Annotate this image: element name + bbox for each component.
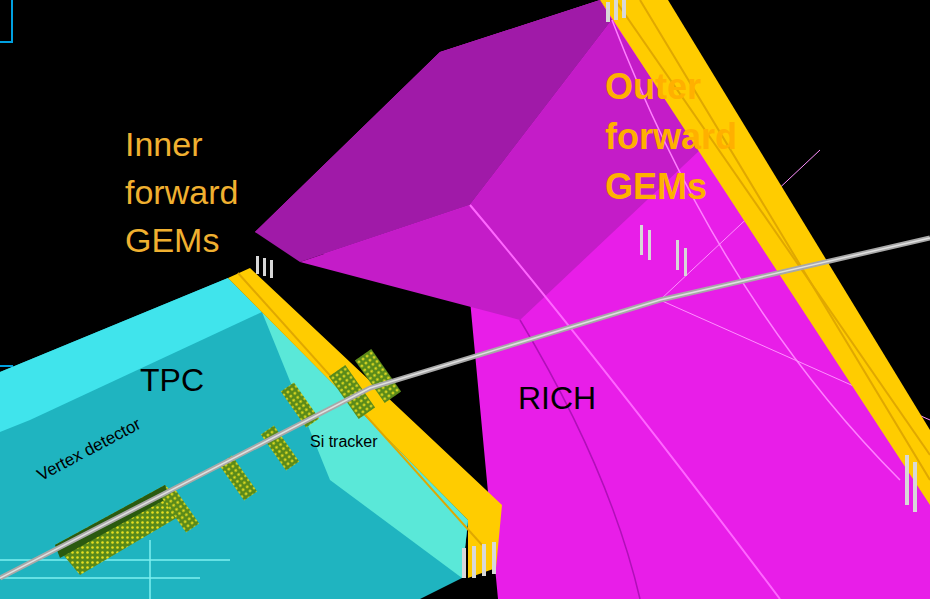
rich-mirror-edge — [470, 205, 780, 599]
gem-plane — [600, 0, 930, 505]
tpc-top — [0, 278, 262, 432]
si-disk — [281, 382, 319, 427]
outer-gem-planes — [600, 0, 930, 512]
gem-readout-stubs — [606, 0, 917, 512]
rich-mirror-edge — [520, 320, 640, 599]
gem-plane-edge — [238, 273, 482, 545]
part-name: Si tracker — [310, 432, 378, 451]
frame-edge — [0, 0, 12, 42]
beam-pipe-highlight — [0, 238, 930, 578]
part-name: Vertex detector — [34, 414, 144, 485]
tpc-line — [149, 540, 151, 599]
gem-plane — [228, 268, 502, 578]
gem-readout-stubs — [256, 256, 496, 578]
tpc-line — [0, 577, 200, 579]
part-name: RICH — [518, 380, 596, 416]
beam-pipe — [0, 238, 930, 578]
inner-gem-planes — [228, 256, 502, 578]
part-name: Inner forward GEMs — [125, 120, 260, 264]
part-name: TPC — [140, 362, 204, 398]
part-name: Outer forward GEMs — [605, 62, 775, 212]
